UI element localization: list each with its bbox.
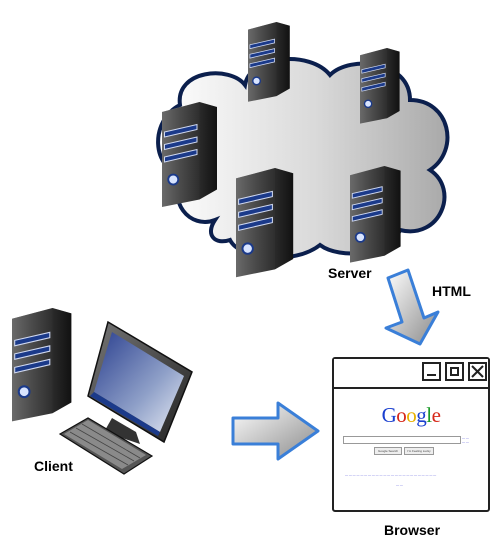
server-icon bbox=[247, 21, 291, 103]
browser-window-icon: Google — — — — Google Search I'm Feeling… bbox=[332, 357, 490, 512]
search-button: Google Search bbox=[374, 447, 402, 455]
search-input bbox=[343, 436, 461, 444]
arrow-icon bbox=[384, 268, 440, 346]
html-label: HTML bbox=[432, 283, 471, 299]
keyboard-icon bbox=[58, 417, 154, 475]
browser-label: Browser bbox=[384, 522, 441, 538]
logo-letter: e bbox=[431, 403, 441, 427]
monitor-icon bbox=[87, 320, 193, 444]
browser-titlebar bbox=[334, 359, 488, 389]
logo-letter: G bbox=[381, 403, 397, 427]
maximize-icon bbox=[445, 362, 464, 381]
footer-link: — — bbox=[396, 483, 403, 487]
server-icon bbox=[359, 47, 401, 125]
server-icon bbox=[161, 101, 218, 208]
desktop-computer-icon bbox=[10, 306, 193, 475]
server-icon bbox=[349, 165, 402, 264]
logo-letter: o bbox=[406, 403, 417, 427]
close-icon bbox=[468, 362, 487, 381]
server-label: Server bbox=[328, 265, 372, 281]
advanced-search-link: — — bbox=[462, 436, 469, 440]
arrow-icon bbox=[231, 401, 320, 461]
minimize-icon bbox=[422, 362, 441, 381]
google-logo: Google bbox=[334, 403, 488, 428]
client-label: Client bbox=[34, 458, 73, 474]
lucky-button: I'm Feeling Lucky bbox=[404, 447, 434, 455]
preferences-link: — — bbox=[462, 440, 469, 444]
logo-letter: l bbox=[426, 403, 432, 427]
logo-letter: g bbox=[416, 403, 427, 427]
server-icon bbox=[235, 167, 295, 279]
logo-letter: o bbox=[396, 403, 407, 427]
footer-links: — — — — — — — — — — — — — — — — — — — — … bbox=[345, 473, 437, 477]
